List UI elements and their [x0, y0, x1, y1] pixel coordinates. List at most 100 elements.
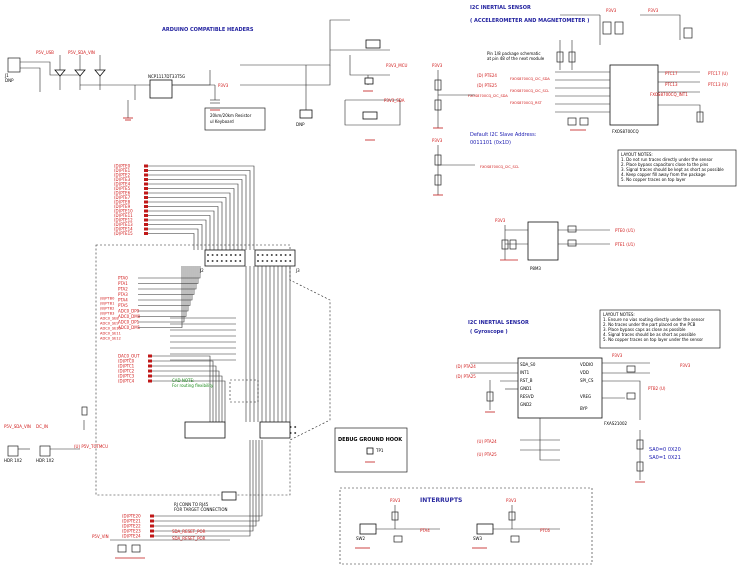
net-sda-reset-1: SDA_RESET_POR [172, 529, 206, 534]
bus-wire [152, 375, 223, 422]
bus-wire [138, 266, 197, 290]
power-section: J1 DNP NCP1117DT33T5G P5V_USB P5V_SDA_VI… [4, 50, 266, 131]
net-fxos-int1: FXOS8700CQ_INT1 [650, 92, 688, 97]
svg-text:5. No copper traces on top lay: 5. No copper traces on top layer [621, 177, 686, 182]
bus-wire [148, 197, 227, 250]
slave-address-line1: Default I2C Slave Address: [470, 132, 537, 138]
bus-net-label: PTA1 [118, 281, 128, 286]
header-pin [234, 260, 237, 262]
net-port [144, 178, 148, 181]
header-pin [220, 254, 223, 256]
svg-text:P3V3: P3V3 [495, 218, 506, 223]
svg-text:FXOS8700CQ_I2C_SCL: FXOS8700CQ_I2C_SCL [510, 89, 549, 93]
header-pins [187, 254, 297, 434]
svg-text:LAYOUT NOTES:: LAYOUT NOTES: [621, 152, 653, 157]
header-pin [266, 260, 269, 262]
svg-text:5. No copper traces on top lay: 5. No copper traces on top layer under t… [603, 337, 703, 342]
svg-text:SPI_CS: SPI_CS [580, 378, 594, 383]
svg-text:P5V_SDA_VIN: P5V_SDA_VIN [4, 424, 31, 429]
svg-text:PTC13 (U): PTC13 (U) [708, 82, 728, 87]
bus-wire [154, 440, 263, 517]
bus-net-label: (D)PTE1 [114, 168, 131, 173]
bus-wire [148, 179, 243, 250]
i2c-inertial-mid-title: I2C INERTIAL SENSOR [468, 320, 529, 326]
gyro-chip-label: FXAS21002 [604, 421, 627, 426]
bus-net-label: (D)PTE24 [122, 534, 141, 539]
header-pin [280, 260, 282, 262]
net-p5v-usb: P5V_USB [36, 50, 54, 55]
interrupts-section: INTERRUPTS SW2 P3V3 PTA4 SW3 P3V3 PTC6 [339, 487, 593, 565]
dc-jack-label: J1 [4, 73, 9, 78]
bus-net-label: (D)PTE14 [114, 227, 133, 232]
svg-text:FXOS8700CQ_I2C_SDA: FXOS8700CQ_I2C_SDA [468, 94, 508, 98]
arduino-headers-title: ARDUINO COMPATIBLE HEADERS [162, 27, 254, 33]
i2c-inertial-top-title: I2C INERTIAL SENSOR [470, 5, 531, 11]
header-pin [270, 260, 273, 262]
bus-wire [138, 266, 187, 317]
header-pin [211, 260, 214, 262]
bus-wire [152, 380, 226, 422]
bus-wire [148, 215, 211, 250]
svg-text:P3V3: P3V3 [432, 138, 443, 143]
bus-net-label: ADC0_SE8 [100, 317, 119, 321]
bus-wire [148, 170, 251, 250]
net-port [144, 209, 148, 213]
bus-net-label: DAC0_OUT [118, 354, 140, 359]
header-pin [207, 260, 209, 262]
bus-net-label: PTA3 [118, 292, 128, 297]
debug-ground-title: DEBUG GROUND HOOK [338, 437, 403, 443]
sw3-label: SW3 [473, 536, 482, 541]
header-pin [284, 254, 287, 256]
bus-wire [154, 440, 260, 522]
svg-text:at pin 48 of the next module: at pin 48 of the next module [487, 56, 545, 61]
net-ptc17: PTC17 [665, 71, 678, 76]
bus-wire [148, 219, 207, 250]
gyro-addr-line1: SA0=0 0X20 [649, 447, 681, 453]
svg-text:RJ CONN TO RJ45: RJ CONN TO RJ45 [174, 502, 209, 507]
svg-text:HDR 1X2: HDR 1X2 [4, 458, 22, 463]
svg-text:LAYOUT NOTES:: LAYOUT NOTES: [603, 312, 635, 317]
dnp-label-1: DNP [5, 78, 14, 83]
svg-text:RESVD: RESVD [520, 394, 534, 399]
header-pin [275, 260, 278, 262]
svg-text:RST_B: RST_B [520, 378, 533, 383]
net-port [144, 169, 148, 172]
bus-net-label: ADC0_SE11 [100, 332, 121, 336]
net-port [144, 173, 148, 177]
bus-net-label: (D)PTE0 [114, 164, 131, 169]
bus-wire [148, 228, 199, 250]
bus-net-label: (B)PTB3 [100, 312, 114, 316]
svg-text:VREG: VREG [580, 394, 591, 399]
bus-wire [148, 192, 231, 250]
bus-wire [148, 201, 223, 250]
header-pin [294, 432, 297, 434]
svg-text:4. Keep copper fill away from: 4. Keep copper fill away from the packag… [621, 172, 706, 177]
bus-net-label: (D)PTE12 [114, 218, 133, 223]
bus-wire [154, 440, 251, 537]
cad-note-2: For routing flexibility [172, 383, 214, 388]
bus-wire [138, 266, 185, 323]
bus-net-label: (D)PTE13 [114, 222, 133, 227]
net-port [144, 214, 148, 217]
resistor-note: 20km/20km Resistor [210, 113, 252, 118]
bus-wire [148, 233, 195, 250]
vertical-bus-lines [170, 266, 291, 422]
net-port [150, 519, 154, 523]
bus-net-label: (D)PTE10 [114, 209, 133, 214]
net-port [144, 196, 148, 199]
header-pin [230, 254, 232, 256]
header-pin [275, 254, 278, 256]
lower-bus-labels: DAC0_OUT(D)PTC0(D)PTC1(D)PTC2(D)PTC3(D)P… [118, 354, 263, 539]
bus-wire [148, 188, 235, 250]
net-p3v3-sda: P3V3_SDA [384, 98, 405, 103]
net-pte25: (D) PTE25 [477, 83, 497, 88]
header-pin [239, 260, 242, 262]
bus-net-label: ADC0_SE12 [100, 337, 121, 341]
net-port [144, 218, 148, 222]
svg-text:PTB2 (U): PTB2 (U) [648, 386, 666, 391]
bus-wire [148, 174, 247, 250]
header-pin [216, 260, 219, 262]
header-pin [284, 260, 287, 262]
bus-wire [152, 370, 220, 422]
